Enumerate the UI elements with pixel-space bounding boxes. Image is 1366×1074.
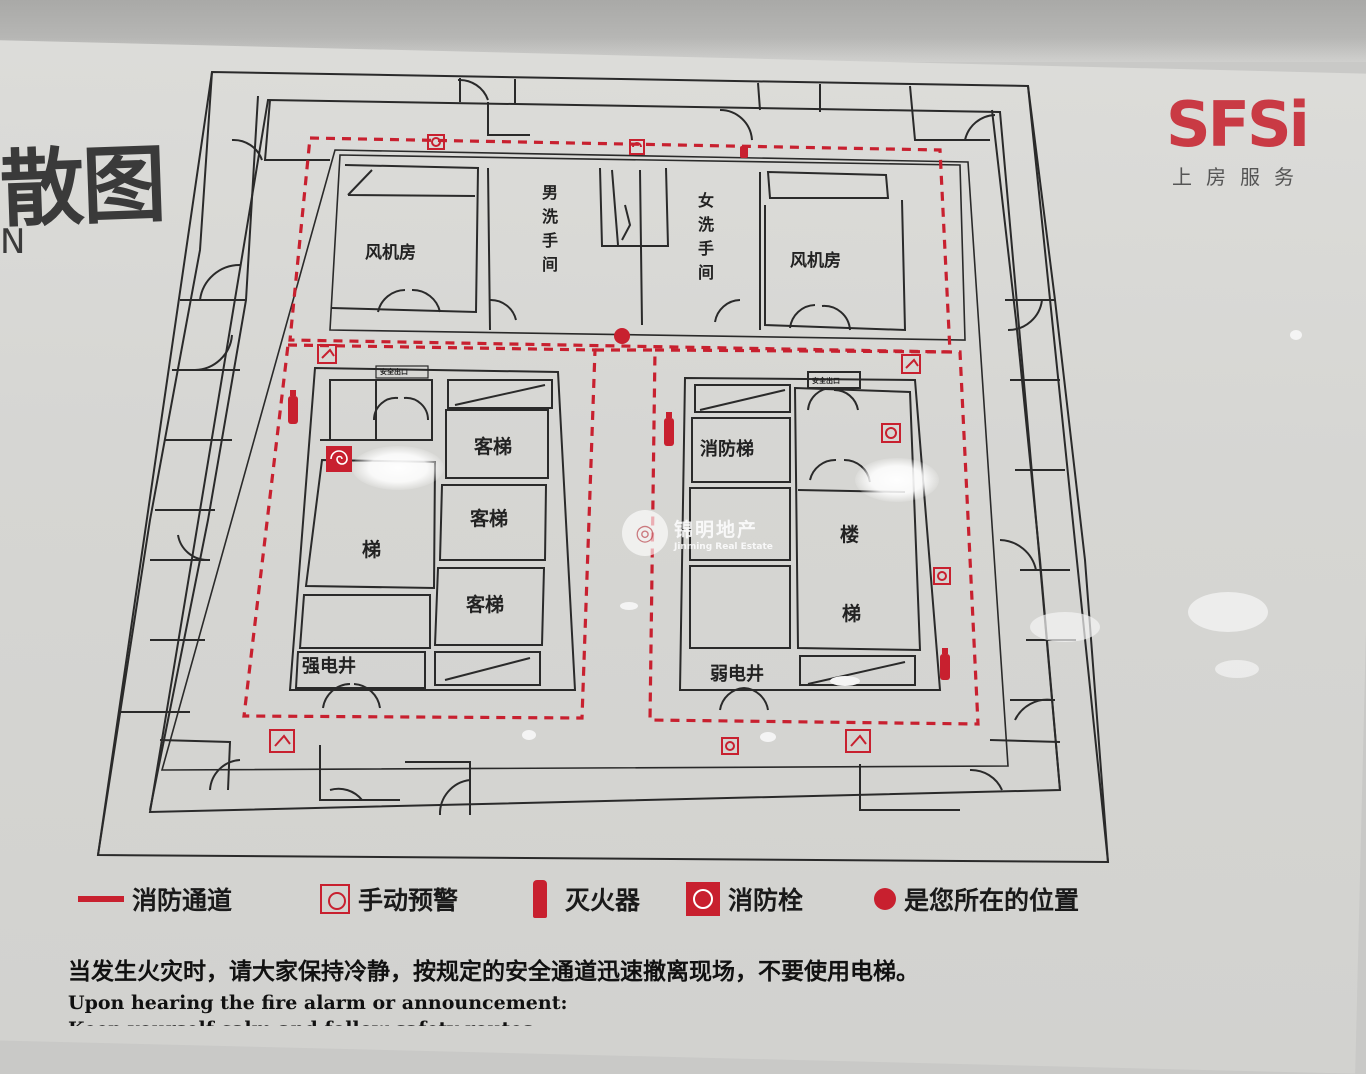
room-women-1: 女 (698, 191, 714, 210)
legend-item-extinguisher: 灭火器 (533, 877, 640, 921)
room-men-2: 洗 (542, 207, 558, 226)
glare-reflection (352, 446, 444, 490)
room-elevator-2: 客梯 (470, 507, 508, 530)
room-stair-left: 梯 (362, 538, 381, 561)
fire-hydrant-icon (933, 567, 951, 585)
glare-speck (1215, 660, 1259, 678)
fire-extinguisher-icon (740, 146, 748, 158)
manual-alarm-icon (427, 134, 445, 150)
legend-item-manual-alarm: 手动预警 (320, 877, 458, 921)
notice-english-1: Upon hearing the fire alarm or announcem… (68, 992, 568, 1014)
legend-item-you-are-here: 是您所在的位置 (874, 877, 1079, 921)
legend-label: 手动预警 (358, 886, 459, 915)
legend-item-hydrant: 消防栓 (686, 877, 803, 921)
fire-hydrant-icon (881, 423, 901, 443)
room-women-4: 间 (698, 263, 714, 282)
room-elevator-1: 客梯 (474, 435, 512, 458)
brand-name: SFSi (1166, 88, 1310, 161)
fire-hydrant-icon (326, 446, 352, 472)
page-subtitle: N (0, 222, 26, 262)
floor-plan: 风机房 风机房 男 洗 手 间 女 洗 手 间 客梯 客梯 客梯 消防梯 梯 楼… (96, 70, 1110, 864)
legend-item-fire-route: 消防通道 (78, 877, 232, 921)
glare-speck (830, 676, 860, 686)
glare-speck (620, 602, 638, 610)
legend-label: 灭火器 (565, 886, 641, 915)
fire-extinguisher-icon (664, 412, 674, 446)
fire-hydrant-icon (629, 139, 645, 155)
room-elevator-3: 客梯 (466, 593, 504, 616)
fire-extinguisher-icon (940, 648, 950, 680)
you-are-here-dot-icon (874, 888, 896, 910)
glare-speck (1030, 612, 1100, 642)
notice-english-2: Keep yourself calm and follow safety rou… (68, 1014, 868, 1026)
you-are-here-dot-icon (614, 328, 630, 344)
room-men-1: 男 (542, 183, 558, 202)
room-stair-right-bottom: 梯 (842, 602, 861, 625)
watermark-cn: 锦明地产 (674, 518, 759, 541)
exit-runner-icon (845, 729, 871, 753)
glare-speck (760, 732, 776, 742)
exit-sign-left: 安全出口 (380, 367, 408, 376)
watermark-logo-icon: ◎ (622, 510, 668, 556)
room-women-2: 洗 (698, 215, 714, 234)
room-power-shaft: 强电井 (302, 655, 356, 677)
glare-reflection (855, 458, 939, 502)
brand-logo: SFSi 上房服务 (1166, 88, 1356, 190)
exit-sign-right: 安全出口 (812, 376, 840, 385)
watermark: ◎ 锦明地产 Jinming Real Estate (622, 508, 773, 558)
exit-runner-icon (317, 344, 337, 364)
manual-alarm-icon (721, 737, 739, 755)
fire-route-line-icon (78, 896, 124, 902)
legend-label: 是您所在的位置 (904, 886, 1080, 915)
brand-tagline: 上房服务 (1172, 165, 1308, 189)
room-fire-elevator: 消防梯 (700, 438, 754, 460)
room-women-3: 手 (698, 239, 714, 258)
watermark-en: Jinming Real Estate (674, 541, 773, 552)
fire-hydrant-icon (686, 882, 720, 916)
manual-alarm-icon (320, 884, 350, 914)
fire-extinguisher-icon (533, 880, 547, 918)
fire-extinguisher-icon (288, 390, 298, 424)
legend: 消防通道 手动预警 灭火器 消防栓 是您所在的位置 (78, 877, 1178, 921)
room-fan-left: 风机房 (365, 242, 416, 263)
room-men-3: 手 (542, 231, 558, 250)
notice-chinese: 当发生火灾时，请大家保持冷静，按规定的安全通道迅速撤离现场，不要使用电梯。 (68, 958, 919, 985)
room-fan-right: 风机房 (790, 250, 841, 271)
legend-label: 消防栓 (728, 886, 804, 915)
legend-label: 消防通道 (132, 886, 233, 915)
exit-runner-icon (269, 729, 295, 753)
room-weak-shaft: 弱电井 (710, 663, 764, 685)
room-stair-right-top: 楼 (840, 523, 859, 546)
room-men-4: 间 (542, 255, 558, 274)
glare-speck (1290, 330, 1302, 340)
glare-speck (1188, 592, 1268, 632)
glare-speck (522, 730, 536, 740)
exit-runner-icon (901, 354, 921, 374)
